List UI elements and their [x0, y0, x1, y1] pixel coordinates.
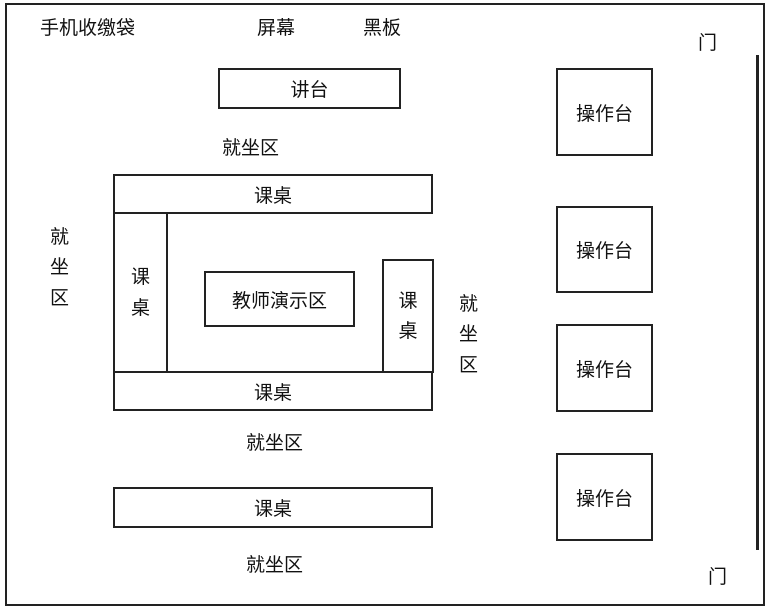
blackboard-label: 黑板 — [363, 17, 402, 39]
desk-top: 课桌 — [113, 174, 433, 214]
desk-right: 课 桌 — [382, 259, 434, 373]
console-label: 操作台 — [575, 487, 633, 510]
seating-area-label-bottom: 就坐区 — [246, 554, 304, 576]
desk-lower: 课桌 — [113, 487, 433, 528]
desk-label: 课桌 — [253, 184, 292, 207]
seating-area-label-left: 就 坐 区 — [50, 226, 70, 309]
console-3: 操作台 — [556, 324, 653, 412]
phone-bag-label: 手机收缴袋 — [40, 17, 136, 39]
door-label-top: 门 — [698, 32, 718, 54]
classroom-boundary — [5, 3, 765, 606]
teacher-demo-area-label: 教师演示区 — [231, 289, 327, 312]
seating-area-label-middle: 就坐区 — [246, 432, 304, 454]
desk-label: 课桌 — [253, 498, 292, 520]
console-label: 操作台 — [575, 240, 633, 262]
console-4: 操作台 — [556, 453, 653, 541]
console-label: 操作台 — [575, 358, 633, 381]
console-2: 操作台 — [556, 206, 653, 293]
seating-area-label-top: 就坐区 — [222, 137, 280, 159]
podium-label: 讲台 — [290, 79, 329, 101]
desk-bottom: 课桌 — [113, 371, 433, 411]
console-1: 操作台 — [556, 68, 653, 156]
desk-label: 课桌 — [253, 381, 292, 404]
door-wall — [756, 55, 759, 550]
seating-area-label-right: 就 坐 区 — [459, 293, 479, 376]
screen-label: 屏幕 — [257, 17, 296, 39]
teacher-demo-area-box: 教师演示区 — [204, 271, 355, 327]
desk-left: 课 桌 — [113, 212, 168, 373]
door-label-bottom: 门 — [708, 566, 728, 588]
console-label: 操作台 — [575, 102, 633, 125]
podium-box: 讲台 — [218, 68, 401, 109]
